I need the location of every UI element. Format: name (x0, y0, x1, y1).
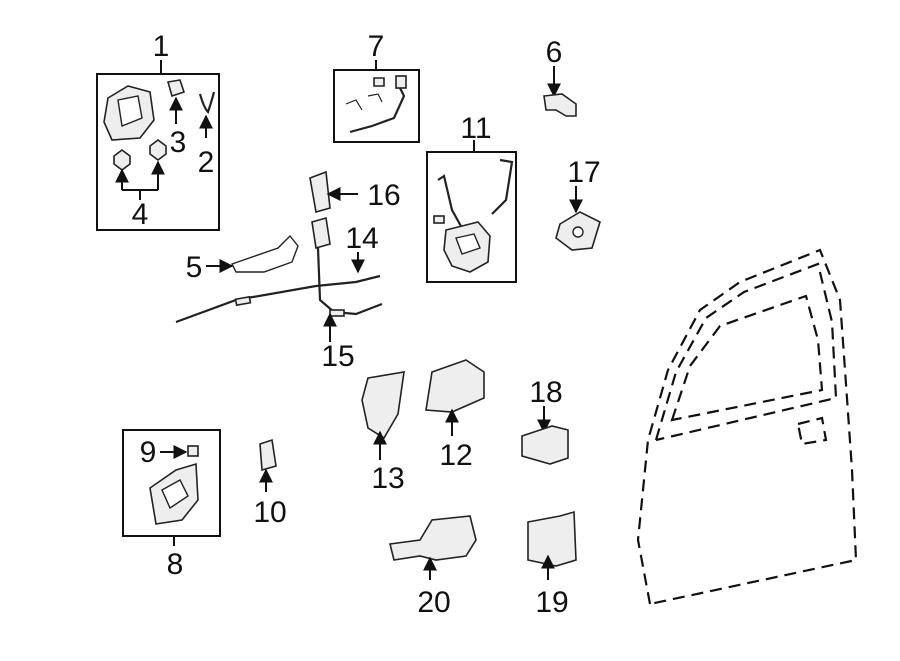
part-14-sleeve (234, 295, 252, 307)
group-part-12 (425, 359, 485, 436)
door-handle-outline (796, 416, 828, 446)
part-11-rod-a (437, 174, 463, 229)
group-wiring (333, 60, 420, 143)
callout-12: 12 (439, 439, 472, 472)
part-7-harness (349, 83, 406, 134)
callout-18: 18 (529, 376, 562, 409)
group-part-5 (206, 234, 299, 273)
callout-5: 5 (186, 251, 203, 284)
callout-6: 6 (546, 36, 563, 69)
door-window-frame (654, 262, 838, 442)
part-8-opening (161, 479, 189, 510)
part-11-clip (433, 215, 445, 224)
group-lock-actuator (426, 140, 517, 283)
callout-box-1 (96, 73, 220, 231)
callout-7: 7 (368, 30, 385, 63)
part-2-spring (198, 91, 216, 115)
group-part-10 (259, 438, 277, 492)
group-outside-handle (96, 60, 220, 231)
callout-9: 9 (140, 436, 157, 469)
part-18-hinge (521, 425, 569, 465)
callout-16: 16 (367, 179, 400, 212)
part-14-cable (175, 274, 381, 324)
door-outline (636, 248, 858, 606)
callout-13: 13 (371, 462, 404, 495)
part-15-cable (316, 247, 383, 316)
callout-19: 19 (535, 586, 568, 619)
group-part-6 (543, 66, 577, 117)
callout-1: 1 (153, 30, 170, 63)
door-window-glass (670, 294, 824, 422)
part-7-connector (395, 75, 407, 89)
part-7-screw (373, 77, 385, 87)
callout-11: 11 (460, 112, 491, 145)
group-part-20 (389, 515, 477, 580)
part-11-actuator-detail (455, 233, 481, 255)
callout-10: 10 (253, 496, 286, 529)
callout-15: 15 (321, 340, 354, 373)
part-10-cap (259, 438, 277, 472)
part-7-clip-b (367, 93, 383, 103)
part-19-hinge (527, 510, 577, 567)
part-7-clip-a (345, 99, 363, 111)
part-4-nut-b (149, 139, 167, 161)
part-3-clip (166, 79, 186, 98)
group-part-13 (361, 371, 405, 460)
group-part-16 (309, 170, 358, 214)
callout-box-8 (122, 429, 221, 537)
part-15-mount (311, 216, 331, 250)
part-17-hole (572, 226, 584, 238)
group-cables (175, 216, 383, 342)
group-part-17 (555, 186, 601, 251)
part-16-cover (309, 170, 331, 214)
part-9-screw (187, 445, 199, 457)
callout-3: 3 (170, 126, 187, 159)
part-12-latch (425, 359, 485, 413)
callout-8: 8 (167, 548, 184, 581)
callout-2: 2 (198, 146, 215, 179)
callout-box-11 (426, 151, 517, 283)
part-11-rod-b (491, 158, 514, 215)
outside-handle-recess (117, 95, 143, 127)
part-20-check (389, 515, 477, 561)
part-13-cover (361, 371, 405, 440)
callout-14: 14 (345, 222, 378, 255)
callout-4: 4 (132, 198, 149, 231)
part-5-bracket (231, 234, 299, 273)
callout-20: 20 (417, 586, 450, 619)
part-6-switch (543, 93, 577, 117)
group-part-19 (527, 510, 577, 580)
group-inside-handle (122, 429, 221, 546)
group-part-18 (521, 406, 569, 465)
part-15-sleeve (329, 309, 345, 317)
callout-17: 17 (567, 156, 600, 189)
part-4-nut-a (113, 149, 131, 171)
door-outer-edge (636, 248, 858, 606)
